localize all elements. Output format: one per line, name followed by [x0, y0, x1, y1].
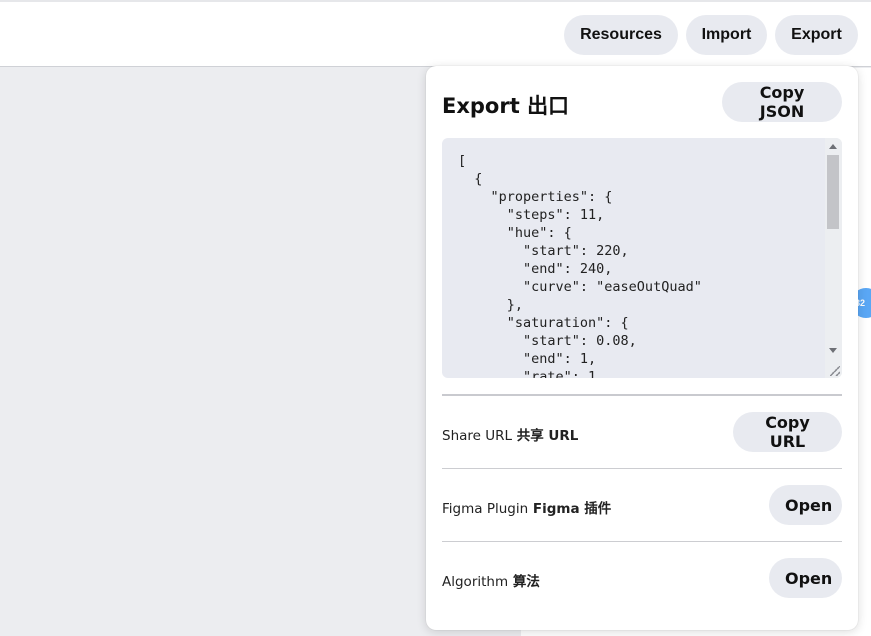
figma-plugin-label: Figma Plugin Figma 插件	[442, 497, 611, 517]
resources-button[interactable]: Resources	[564, 15, 678, 55]
scroll-thumb[interactable]	[827, 155, 839, 229]
open-figma-plugin-button[interactable]: Open	[769, 485, 842, 525]
export-button[interactable]: Export	[775, 15, 858, 55]
json-textarea[interactable]: [ { "properties": { "steps": 11, "hue": …	[442, 138, 842, 378]
panel-title: Export 出口	[442, 90, 569, 120]
copy-url-button[interactable]: Copy URL	[733, 412, 842, 452]
export-panel: Export 出口 Copy JSON [ { "properties": { …	[426, 66, 858, 630]
share-url-label: Share URL 共享 URL	[442, 424, 578, 444]
json-code[interactable]: [ { "properties": { "steps": 11, "hue": …	[458, 152, 824, 378]
divider	[442, 541, 842, 542]
algorithm-label: Algorithm 算法	[442, 570, 540, 590]
import-button[interactable]: Import	[686, 15, 767, 55]
open-algorithm-button[interactable]: Open	[769, 558, 842, 598]
scroll-up-arrow-icon[interactable]	[829, 144, 837, 149]
panel-title-en: Export	[442, 94, 520, 118]
json-scrollbar[interactable]	[825, 138, 842, 378]
resize-grip-icon[interactable]	[830, 366, 840, 376]
top-toolbar: Resources Import Export	[0, 0, 871, 67]
scroll-down-arrow-icon[interactable]	[829, 348, 837, 353]
divider	[442, 394, 842, 396]
divider	[442, 468, 842, 469]
copy-json-button[interactable]: Copy JSON	[722, 82, 842, 122]
panel-title-cn: 出口	[527, 94, 569, 118]
